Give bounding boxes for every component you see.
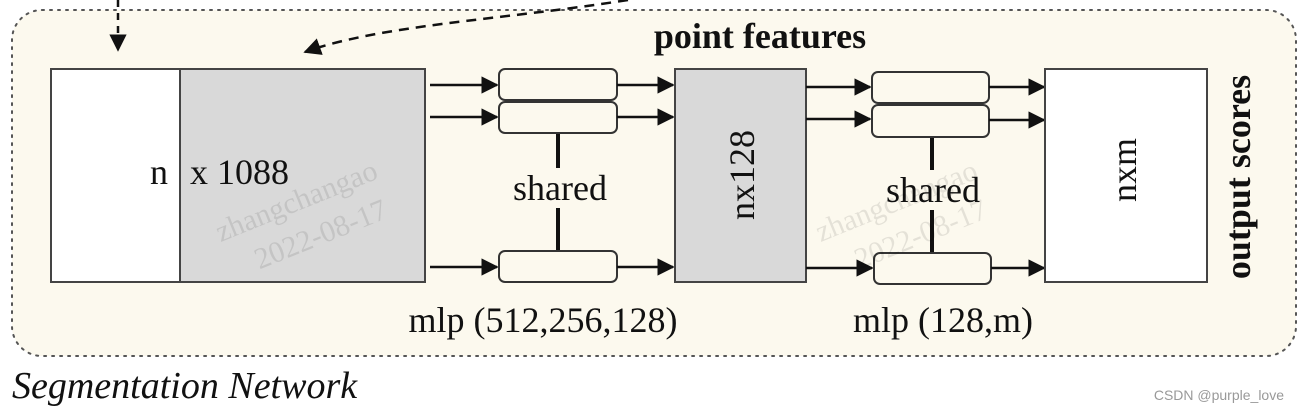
- input-matrix-white: [50, 68, 181, 283]
- mlp2-caption: mlp (128,m): [853, 300, 1033, 340]
- point-features-title: point features: [654, 16, 866, 56]
- nxm-label: nxm: [1104, 138, 1144, 202]
- mlp2-block-1: [871, 71, 990, 104]
- dim-1088-label: x 1088: [190, 152, 289, 192]
- mlp2-block-2: [871, 104, 990, 138]
- mlp1-caption: mlp (512,256,128): [409, 300, 678, 340]
- mlp1-block-3: [498, 250, 618, 283]
- mlp1-shared-label: shared: [513, 168, 607, 208]
- output-scores-label: output scores: [1218, 75, 1258, 279]
- csdn-credit: CSDN @purple_love: [1154, 387, 1284, 403]
- incoming-dashed-arrow-curved: [303, 0, 629, 55]
- nx128-label: nx128: [722, 130, 762, 220]
- mlp1-block-2: [498, 101, 618, 134]
- nx128-matrix: [674, 68, 807, 283]
- nxm-matrix: [1044, 68, 1208, 283]
- mlp2-shared-label: shared: [886, 170, 980, 210]
- dim-n-label: n: [150, 152, 168, 192]
- network-name: Segmentation Network: [12, 365, 358, 407]
- mlp1-block-1: [498, 68, 618, 101]
- input-matrix-gray: [179, 68, 426, 283]
